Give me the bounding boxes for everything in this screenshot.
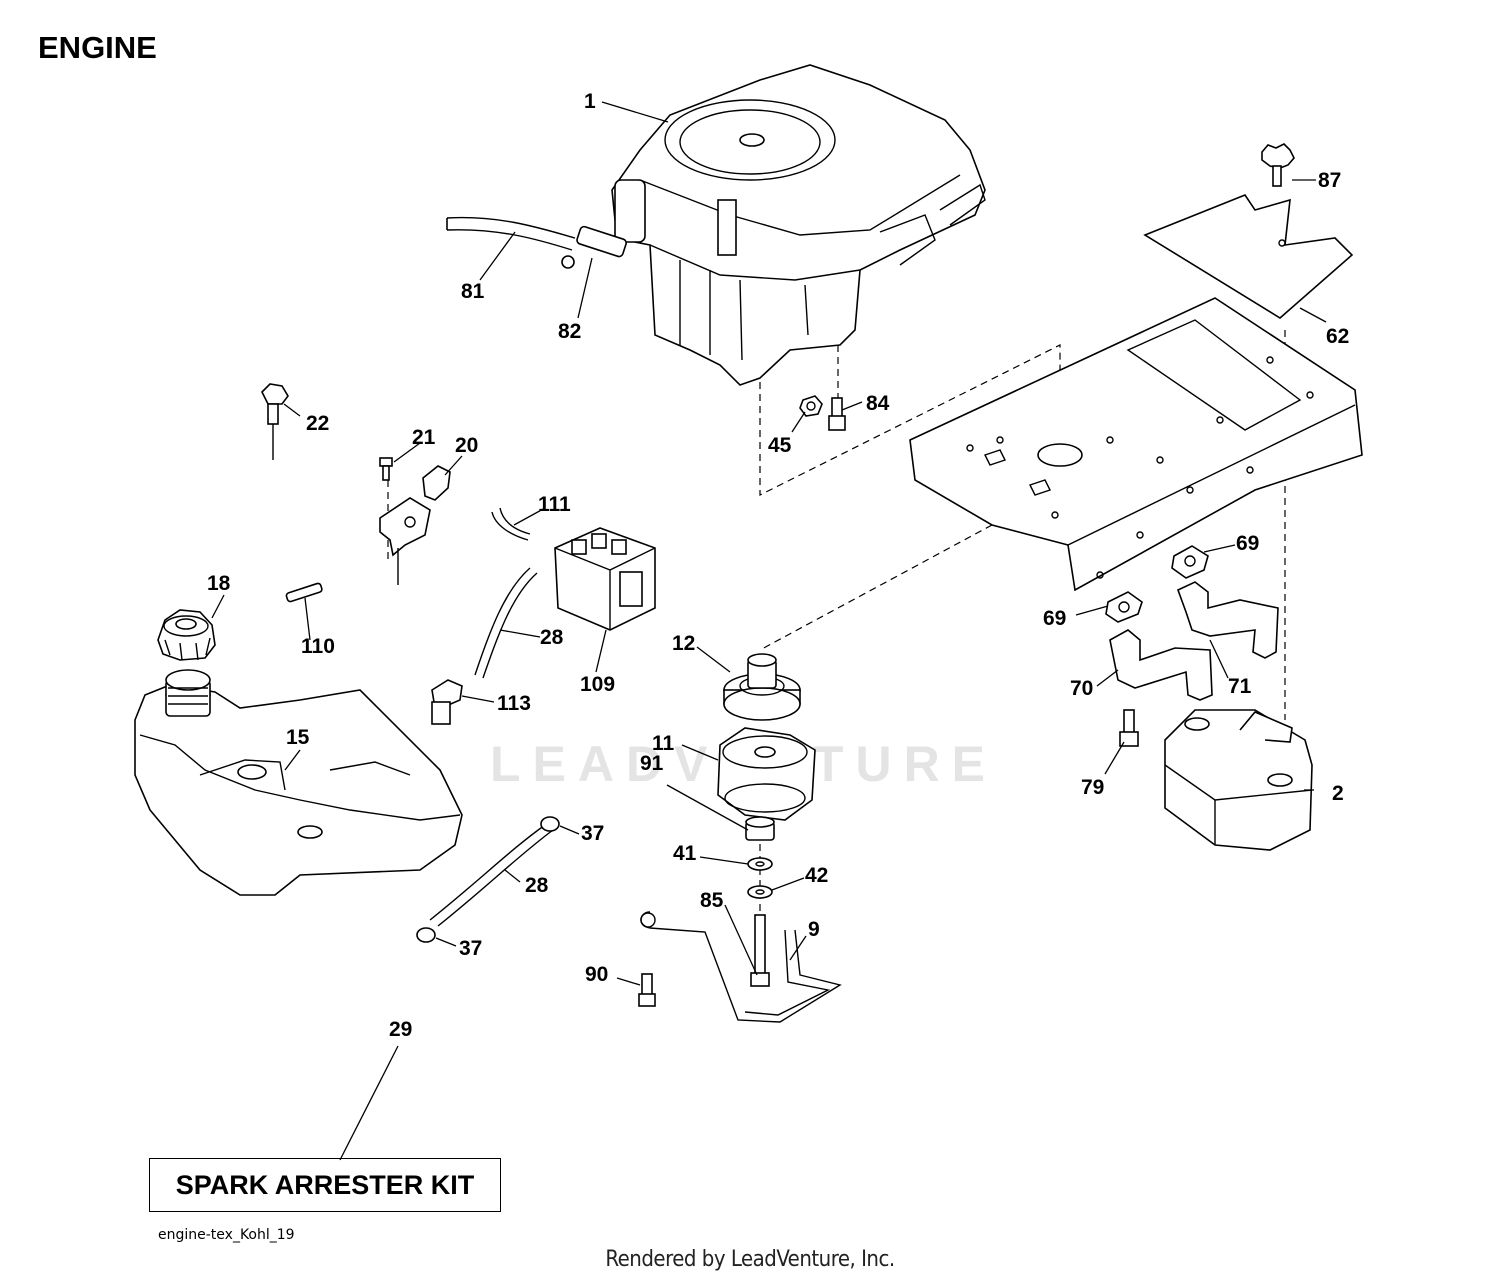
callout-11: 11: [652, 732, 675, 755]
callout-69-right: 69: [1236, 532, 1259, 555]
callout-85: 85: [700, 889, 724, 912]
washer-part-41[interactable]: [747, 857, 773, 871]
callout-90: 90: [585, 963, 608, 986]
callout-37-lower: 37: [459, 937, 482, 960]
callout-42: 42: [805, 864, 828, 887]
callout-79: 79: [1081, 776, 1104, 799]
fuel-filter-part-82[interactable]: [561, 225, 627, 269]
callout-71: 71: [1228, 675, 1252, 698]
leader-lines: [211, 101, 1327, 1161]
page-title: ENGINE: [38, 30, 157, 65]
gasket-part-69-left[interactable]: [1105, 591, 1143, 623]
callout-28-lower: 28: [525, 874, 549, 897]
callout-91: 91: [640, 752, 664, 775]
callout-84: 84: [866, 392, 890, 415]
spark-arrester-kit-label: SPARK ARRESTER KIT: [175, 1169, 475, 1200]
exhaust-pipe-part-70[interactable]: [1109, 629, 1213, 701]
callout-15: 15: [286, 726, 310, 749]
callout-45: 45: [768, 434, 792, 457]
callout-37-upper: 37: [581, 822, 604, 845]
electric-clutch-part-11[interactable]: [717, 727, 816, 821]
callout-81: 81: [461, 280, 485, 303]
callout-29: 29: [389, 1018, 412, 1041]
callout-87: 87: [1318, 169, 1341, 192]
heat-shield-part-62[interactable]: [1143, 194, 1354, 319]
engine-part-1[interactable]: [611, 64, 986, 386]
hose-part-111[interactable]: [491, 507, 531, 541]
callout-28-upper: 28: [540, 626, 564, 649]
callout-109: 109: [580, 673, 615, 696]
bolt-part-79[interactable]: [1119, 709, 1139, 747]
pulley-part-12[interactable]: [723, 653, 801, 721]
credit-line: Rendered by LeadVenture, Inc.: [605, 1247, 895, 1272]
callout-2: 2: [1332, 782, 1344, 805]
callout-70: 70: [1070, 677, 1093, 700]
spark-arrester-kit-box[interactable]: SPARK ARRESTER KIT: [149, 1158, 501, 1212]
clamp-part-37-upper[interactable]: [540, 816, 560, 832]
callout-9: 9: [808, 918, 820, 941]
bolt-part-84[interactable]: [828, 397, 846, 431]
bolt-part-90[interactable]: [638, 973, 656, 1007]
connector-part-110[interactable]: [285, 582, 323, 603]
exhaust-pipe-part-71[interactable]: [1176, 581, 1279, 659]
washer-part-42[interactable]: [747, 885, 773, 899]
muffler-part-2[interactable]: [1164, 709, 1313, 851]
callout-20: 20: [455, 434, 478, 457]
callout-82: 82: [558, 320, 581, 343]
callout-41: 41: [673, 842, 697, 865]
callout-labels: 1 2 9 11 12 15 18 20 21 22 28 28 29 37 3…: [207, 90, 1349, 1041]
callout-1: 1: [584, 90, 596, 113]
file-label: engine-tex_Kohl_19: [158, 1227, 295, 1243]
gasket-part-69-right[interactable]: [1171, 545, 1209, 579]
clamp-part-37-lower[interactable]: [416, 927, 436, 943]
hose-part-28-lower[interactable]: [429, 824, 554, 927]
callout-21: 21: [412, 426, 436, 449]
knob-part-87[interactable]: [1261, 143, 1295, 187]
hose-part-28-upper[interactable]: [474, 567, 538, 679]
fuel-tank-part-15[interactable]: [134, 669, 463, 896]
fuel-line-part-81[interactable]: [446, 216, 576, 251]
callout-12: 12: [672, 632, 695, 655]
nut-part-45[interactable]: [799, 395, 823, 417]
callout-62: 62: [1326, 325, 1349, 348]
screw-part-21[interactable]: [379, 457, 393, 481]
bushing-part-91[interactable]: [745, 816, 775, 841]
dipstick-part-22[interactable]: [261, 383, 289, 460]
mounting-frame[interactable]: [909, 297, 1363, 592]
callout-69-left: 69: [1043, 607, 1066, 630]
bolt-part-85[interactable]: [750, 914, 770, 987]
fuel-pump-part-109[interactable]: [554, 527, 656, 631]
callout-18: 18: [207, 572, 231, 595]
callout-22: 22: [306, 412, 329, 435]
callout-110: 110: [301, 635, 335, 658]
fitting-part-113[interactable]: [431, 679, 463, 725]
callout-113: 113: [497, 692, 531, 715]
fuel-cap-part-18[interactable]: [157, 609, 216, 661]
callout-111: 111: [538, 493, 571, 516]
brake-rod-part-9[interactable]: [640, 911, 842, 1023]
throttle-control-part-20[interactable]: [379, 465, 451, 585]
